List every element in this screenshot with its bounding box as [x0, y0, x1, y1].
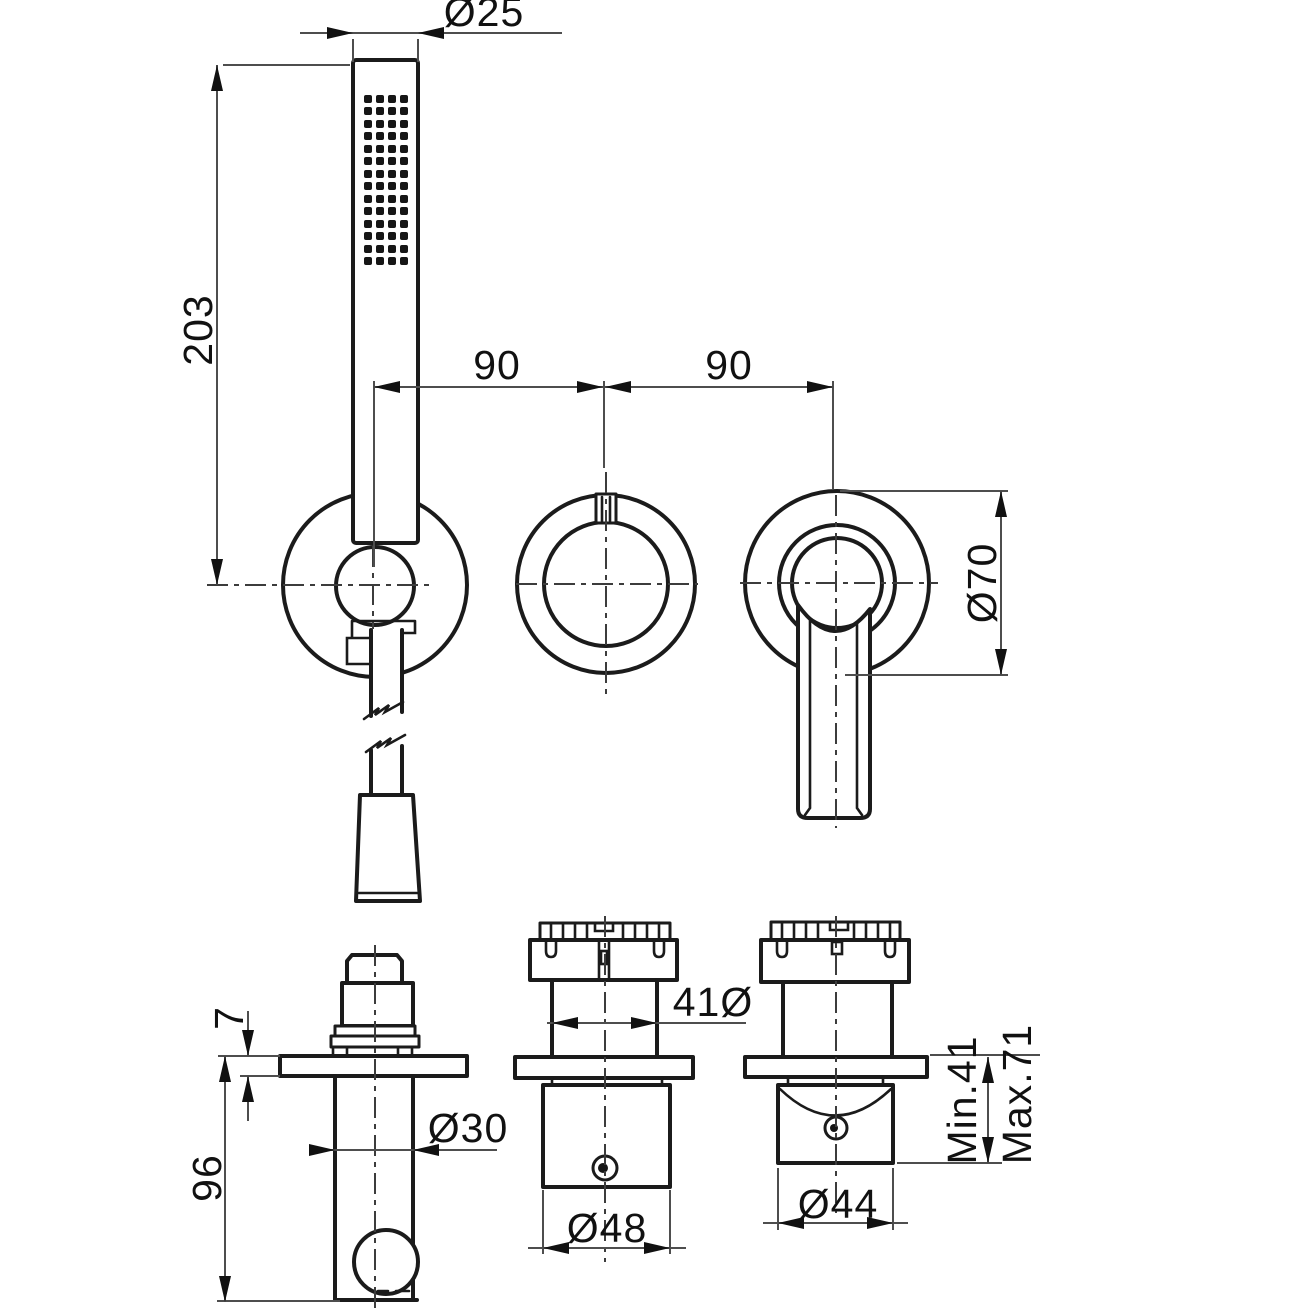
spout-side-view — [513, 921, 695, 1189]
holder-wall-plate — [278, 1054, 469, 1078]
dim-label-handshower-length: 203 — [175, 294, 221, 365]
dim-label-escutcheon-diameter: Ø70 — [959, 543, 1005, 624]
dimension-arrows — [211, 27, 1007, 1302]
hose-connector-cone — [354, 793, 422, 903]
lever-handle — [796, 603, 872, 820]
dim-label-holder-length: 96 — [184, 1154, 230, 1202]
dim-label-spacing-left: 90 — [473, 342, 521, 388]
dimension-labels: Ø25 203 90 90 Ø70 7 96 Ø30 41Ø Ø48 Ø44 M… — [175, 0, 1040, 1251]
dim-label-spout-diameter: Ø48 — [567, 1205, 648, 1251]
shower-hose — [354, 628, 422, 903]
dim-label-handle-diameter: Ø44 — [798, 1181, 879, 1227]
dim-label-handshower-diameter: Ø25 — [444, 0, 525, 35]
dim-label-plate-thickness: 7 — [206, 1006, 252, 1030]
center-lines — [207, 472, 938, 1310]
holder-side-view — [278, 953, 469, 1302]
spout-rough-in-nut — [528, 938, 679, 982]
dim-label-holder-tube-diameter: Ø30 — [428, 1105, 509, 1151]
dim-label-rough-in-diameter: 41Ø — [673, 979, 754, 1025]
handshower-front-view — [334, 58, 422, 903]
holder-bracket — [345, 619, 417, 666]
spray-grid — [364, 95, 408, 265]
dim-label-spacing-right: 90 — [705, 342, 753, 388]
dim-label-max-depth: Max.71 — [994, 1024, 1040, 1164]
holder-elbow-ball — [352, 1228, 420, 1296]
dim-label-min-depth: Min.41 — [939, 1035, 985, 1164]
